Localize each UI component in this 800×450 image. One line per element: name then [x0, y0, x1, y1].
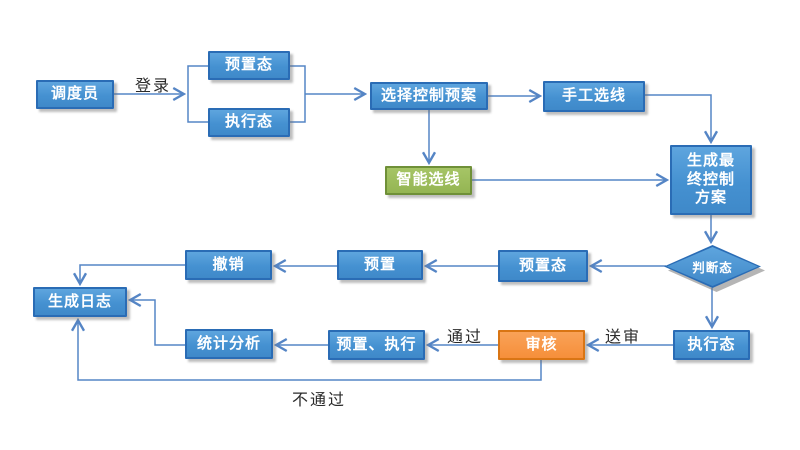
node-stats-label: 统计分析	[196, 334, 261, 352]
node-preset-label: 预置	[363, 255, 396, 273]
node-preset-state-top: 预置态	[208, 51, 290, 80]
node-preset-exec: 预置、执行	[328, 330, 425, 360]
node-gen-log: 生成日志	[33, 287, 127, 317]
node-preset-state-mid-label: 预置态	[518, 256, 567, 274]
node-final-plan-label: 生成最终控制方案	[686, 151, 735, 207]
node-smart-line: 智能选线	[385, 166, 472, 195]
node-final-plan: 生成最终控制方案	[670, 145, 752, 215]
node-preset-exec-label: 预置、执行	[336, 335, 417, 353]
node-exec-state-top: 执行态	[208, 108, 290, 137]
node-manual-line: 手工选线	[543, 81, 645, 112]
node-stats: 统计分析	[185, 329, 273, 359]
node-exec-state-bottom-label: 执行态	[687, 335, 736, 353]
join-bracket-right	[290, 65, 306, 123]
node-gen-log-label: 生成日志	[47, 292, 112, 310]
edge-label-submit: 送审	[605, 329, 642, 346]
node-preset: 预置	[337, 250, 423, 280]
edge-label-pass: 通过	[447, 329, 484, 346]
split-bracket-left	[187, 65, 208, 123]
edge-label-fail: 不通过	[292, 392, 347, 409]
node-exec-state-top-label: 执行态	[224, 113, 273, 131]
node-undo-label: 撤销	[212, 255, 245, 273]
node-select-plan-label: 选择控制预案	[380, 86, 477, 104]
node-smart-line-label: 智能选线	[396, 171, 461, 189]
node-undo: 撤销	[185, 250, 272, 280]
node-select-plan: 选择控制预案	[370, 82, 488, 110]
node-judge-state: 判断态	[664, 245, 765, 292]
node-judge-state-label: 判断态	[692, 261, 733, 275]
edge-label-login: 登录	[135, 78, 172, 95]
node-manual-line-label: 手工选线	[561, 87, 626, 105]
node-exec-state-bottom: 执行态	[673, 330, 750, 360]
node-dispatcher: 调度员	[36, 80, 114, 109]
edge-review-genlog-fail	[78, 321, 542, 381]
node-review: 审核	[498, 330, 585, 360]
edge-undo-genlog	[80, 264, 185, 283]
node-preset-state-top-label: 预置态	[224, 56, 273, 74]
node-dispatcher-label: 调度员	[50, 85, 99, 103]
node-review-label: 审核	[525, 335, 558, 353]
edge-manualline-finalplan	[645, 94, 711, 141]
edge-stats-genlog	[131, 300, 185, 346]
node-preset-state-mid: 预置态	[498, 250, 588, 282]
